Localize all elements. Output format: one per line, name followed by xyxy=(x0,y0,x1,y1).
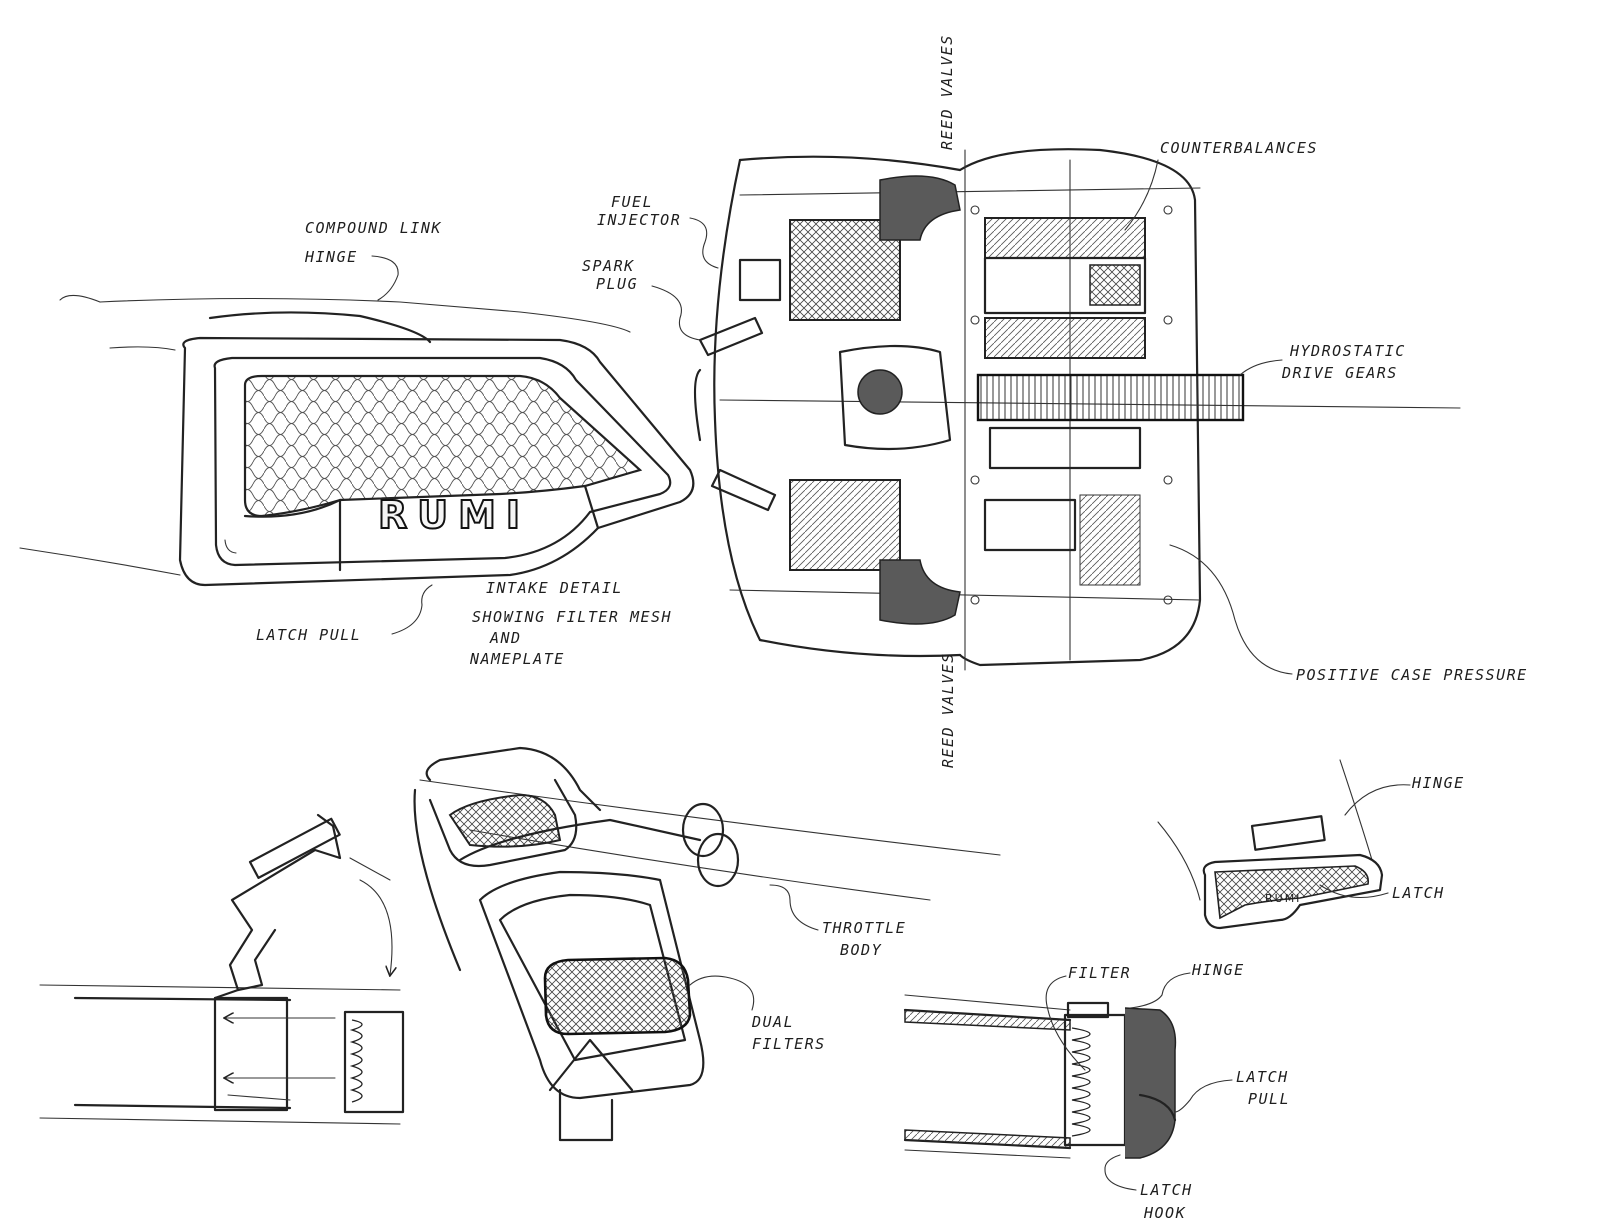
intake-detail-sketch: RUMI xyxy=(19,294,695,587)
leader-latch-right xyxy=(1319,884,1389,898)
caption-intake-detail: INTAKE DETAIL xyxy=(486,579,623,597)
label-hook: HOOK xyxy=(1143,1204,1186,1222)
label-hinge-top: HINGE xyxy=(304,248,358,266)
leader-filter-sec xyxy=(1045,975,1086,1071)
engine-section-sketch xyxy=(693,148,1461,671)
label-counterbalances: COUNTERBALANCES xyxy=(1160,139,1318,157)
label-latch-pull-sec: LATCH xyxy=(1236,1068,1289,1086)
label-spark: SPARK xyxy=(582,257,635,275)
label-hinge-right: HINGE xyxy=(1411,774,1465,792)
rumi-nameplate: RUMI xyxy=(378,493,530,537)
label-injector: INJECTOR xyxy=(597,211,681,229)
label-fuel: FUEL xyxy=(611,193,653,211)
rumi-nameplate-small: RUMI xyxy=(1265,892,1301,905)
label-filters: FILTERS xyxy=(752,1035,826,1053)
label-pull-sec: PULL xyxy=(1248,1090,1290,1108)
label-throttle: THROTTLE xyxy=(822,919,906,937)
leader-spark-plug xyxy=(651,285,701,341)
leader-latch-pull-sec xyxy=(1174,1079,1233,1113)
caption-nameplate: NAMEPLATE xyxy=(469,650,565,668)
leader-throttle-body xyxy=(769,884,819,931)
leader-hydrostatic xyxy=(1239,359,1283,376)
leader-counterbalances xyxy=(1124,159,1159,231)
hinged-filter-sketch xyxy=(39,813,405,1125)
leader-latch-hook xyxy=(1104,1154,1137,1191)
label-body: BODY xyxy=(840,941,882,959)
small-intake-sketch: RUMI xyxy=(1157,759,1384,930)
label-hinge-sec: HINGE xyxy=(1191,961,1245,979)
label-compound-link: COMPOUND LINK xyxy=(305,219,442,237)
leader-latch-pull xyxy=(391,584,433,635)
label-reed-valves-bottom: REED VALVES xyxy=(939,652,957,768)
label-dual: DUAL xyxy=(751,1013,794,1031)
leader-hinge-right xyxy=(1344,784,1411,816)
leader-hinge-top xyxy=(371,255,399,301)
label-drive-gears: DRIVE GEARS xyxy=(1281,364,1398,382)
label-positive-case-pressure: POSITIVE CASE PRESSURE xyxy=(1296,666,1528,684)
label-filter-sec: FILTER xyxy=(1068,964,1131,982)
caption-showing-filter-mesh: SHOWING FILTER MESH xyxy=(472,608,672,626)
leader-fuel-injector xyxy=(689,217,719,269)
leader-positive-case xyxy=(1169,544,1293,675)
label-latch-pull-main: LATCH PULL xyxy=(256,626,361,644)
leader-hinge-sec xyxy=(1129,972,1191,1009)
label-latch-right: LATCH xyxy=(1392,884,1445,902)
filter-section-sketch xyxy=(903,994,1177,1159)
leader-dual-filters xyxy=(689,975,755,1011)
label-latch-hook: LATCH xyxy=(1140,1181,1193,1199)
label-hydrostatic: HYDROSTATIC xyxy=(1289,342,1406,360)
intake-perspective-sketch xyxy=(413,746,1001,1142)
label-plug: PLUG xyxy=(596,275,638,293)
caption-and: AND xyxy=(489,629,522,647)
label-reed-valves-top: REED VALVES xyxy=(938,34,956,150)
